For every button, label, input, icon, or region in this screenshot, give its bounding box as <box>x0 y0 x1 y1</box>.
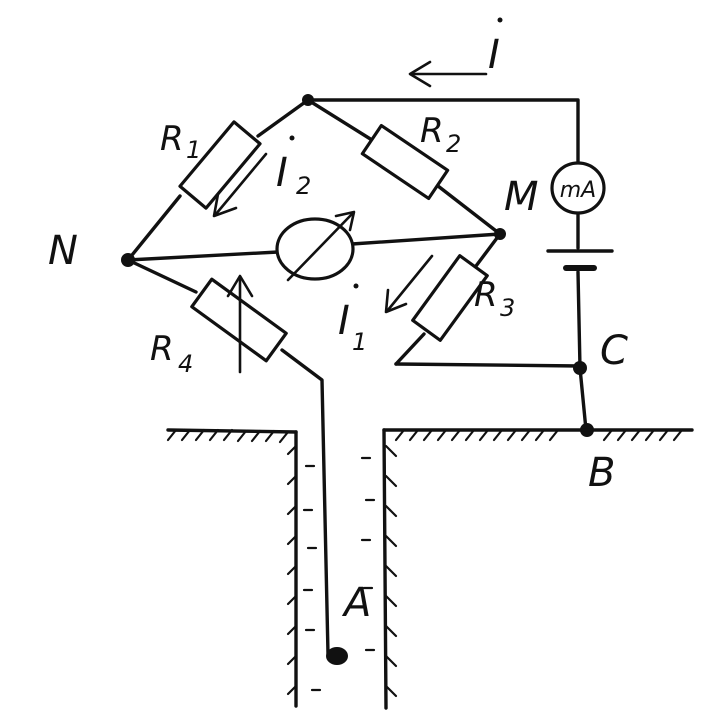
arrow-current-i1 <box>384 254 434 314</box>
node-n <box>121 253 135 267</box>
svg-text:R: R <box>160 119 184 159</box>
battery <box>546 249 614 271</box>
resistor-r3 <box>411 254 489 342</box>
wire-c-to-b <box>578 366 588 432</box>
wire-n-to-galv <box>126 250 280 262</box>
label-r1: R 1 <box>160 119 201 164</box>
svg-text:I: I <box>338 298 350 344</box>
svg-text:1: 1 <box>186 136 201 164</box>
node-a <box>326 647 348 665</box>
wire-r2-to-m <box>436 184 502 236</box>
wire-r4-to-probe <box>280 348 330 656</box>
label-node-c: C <box>600 328 628 374</box>
svg-text:2: 2 <box>296 172 311 200</box>
svg-text:I: I <box>276 150 288 196</box>
svg-text:1: 1 <box>352 328 367 356</box>
svg-text:R: R <box>150 329 174 369</box>
resistor-r4-variable <box>190 274 288 374</box>
label-node-b: B <box>588 450 615 496</box>
arrow-current-total <box>408 60 488 88</box>
wire-r3-bottom <box>394 332 426 366</box>
wire-top-to-r1 <box>256 98 310 138</box>
label-node-a: A <box>341 580 371 626</box>
svg-text:4: 4 <box>178 350 193 378</box>
svg-text:2: 2 <box>446 130 461 158</box>
arrow-current-i2 <box>212 152 268 218</box>
svg-text:I: I <box>488 32 500 78</box>
node-m <box>494 228 506 240</box>
wire-n-to-r4 <box>126 258 198 294</box>
wire-top <box>306 98 580 166</box>
wire-m-to-r3 <box>474 232 502 268</box>
svg-text:R: R <box>474 275 498 315</box>
resistor-r2 <box>360 123 450 201</box>
wire-r3-to-c <box>394 362 582 368</box>
borehole-fill-marks <box>302 456 376 692</box>
label-current-total: I <box>488 17 503 78</box>
svg-text:3: 3 <box>500 294 515 322</box>
svg-text:R: R <box>420 111 444 151</box>
label-current-i2: I 2 <box>276 135 311 200</box>
wire-galv-to-m <box>350 232 502 246</box>
label-current-i1: I 1 <box>338 283 367 356</box>
wire-r1-to-n <box>126 194 182 262</box>
label-node-m: M <box>504 174 539 220</box>
wire-top-to-r2 <box>306 98 374 142</box>
ammeter: mA <box>550 161 606 215</box>
label-node-n: N <box>48 228 78 274</box>
wire-battery-to-c <box>576 270 582 370</box>
label-r3: R 3 <box>474 275 515 322</box>
galvanometer <box>275 210 356 282</box>
node-c <box>573 361 587 375</box>
label-r4: R 4 <box>150 329 193 378</box>
ground-surface <box>166 428 694 710</box>
label-r2: R 2 <box>420 111 461 158</box>
node-top <box>302 94 314 106</box>
resistor-r1 <box>178 120 262 210</box>
ammeter-label: mA <box>560 178 596 203</box>
